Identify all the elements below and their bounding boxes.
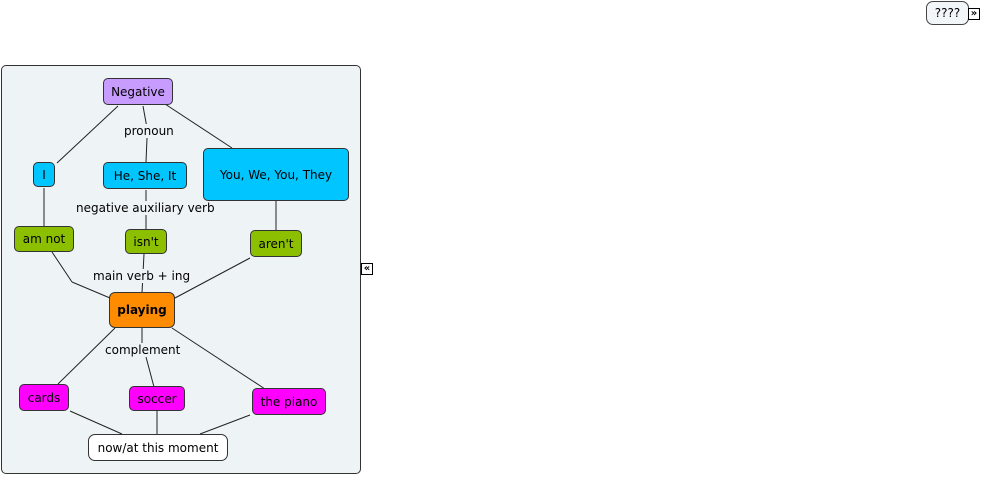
expand-icon[interactable]: »: [968, 8, 980, 20]
node-cards-label: cards: [27, 390, 61, 405]
node-am-not-label: am not: [22, 232, 66, 246]
node-soccer-label: soccer: [137, 391, 177, 406]
node-you-we-they-label: You, We, You, They: [219, 167, 333, 182]
link-label-negative-aux: negative auxiliary verb: [74, 201, 217, 215]
node-negative-label: Negative: [111, 84, 165, 99]
node-negative[interactable]: Negative: [103, 78, 173, 105]
link-label-pronoun: pronoun: [122, 124, 176, 138]
node-now-label: now/at this moment: [97, 440, 219, 455]
node-isnt-label: isn't: [133, 234, 159, 249]
node-now[interactable]: now/at this moment: [88, 434, 228, 461]
link-label-complement: complement: [103, 343, 183, 357]
node-soccer[interactable]: soccer: [129, 386, 185, 411]
node-isnt[interactable]: isn't: [125, 229, 167, 254]
link-label-main-verb: main verb + ing: [91, 269, 193, 283]
node-arent-label: aren't: [258, 236, 294, 251]
node-the-piano-label: the piano: [260, 394, 318, 409]
top-badge[interactable]: ????: [926, 1, 969, 25]
node-am-not[interactable]: am not: [14, 226, 74, 252]
node-cards[interactable]: cards: [19, 384, 69, 411]
node-i[interactable]: I: [33, 162, 55, 187]
node-the-piano[interactable]: the piano: [252, 388, 326, 415]
node-i-label: I: [42, 167, 46, 182]
node-playing-label: playing: [117, 303, 167, 317]
node-he-she-it-label: He, She, It: [113, 168, 177, 183]
top-badge-label: ????: [934, 6, 961, 20]
node-arent[interactable]: aren't: [250, 230, 302, 257]
node-you-we-they[interactable]: You, We, You, They: [203, 148, 349, 201]
collapse-icon[interactable]: «: [361, 263, 373, 275]
node-playing[interactable]: playing: [109, 292, 175, 328]
node-he-she-it[interactable]: He, She, It: [103, 162, 187, 189]
